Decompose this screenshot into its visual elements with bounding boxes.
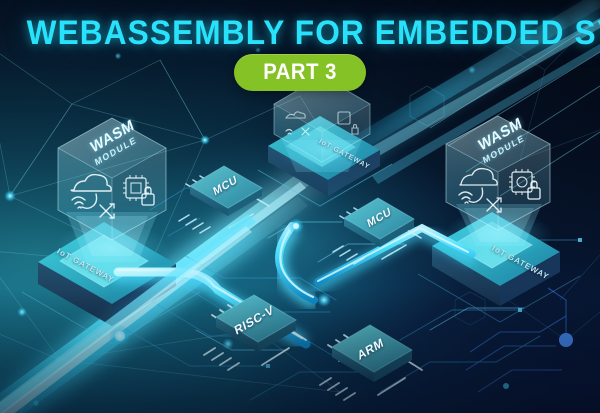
part-badge-label: PART 3 xyxy=(263,59,337,84)
page-title: WEBASSEMBLY FOR EMBEDDED SYSTEMS xyxy=(26,14,600,52)
title-container: WEBASSEMBLY FOR EMBEDDED SYSTEMS xyxy=(0,14,600,53)
badge-container: PART 3 xyxy=(0,54,600,91)
part-badge: PART 3 xyxy=(233,54,367,91)
